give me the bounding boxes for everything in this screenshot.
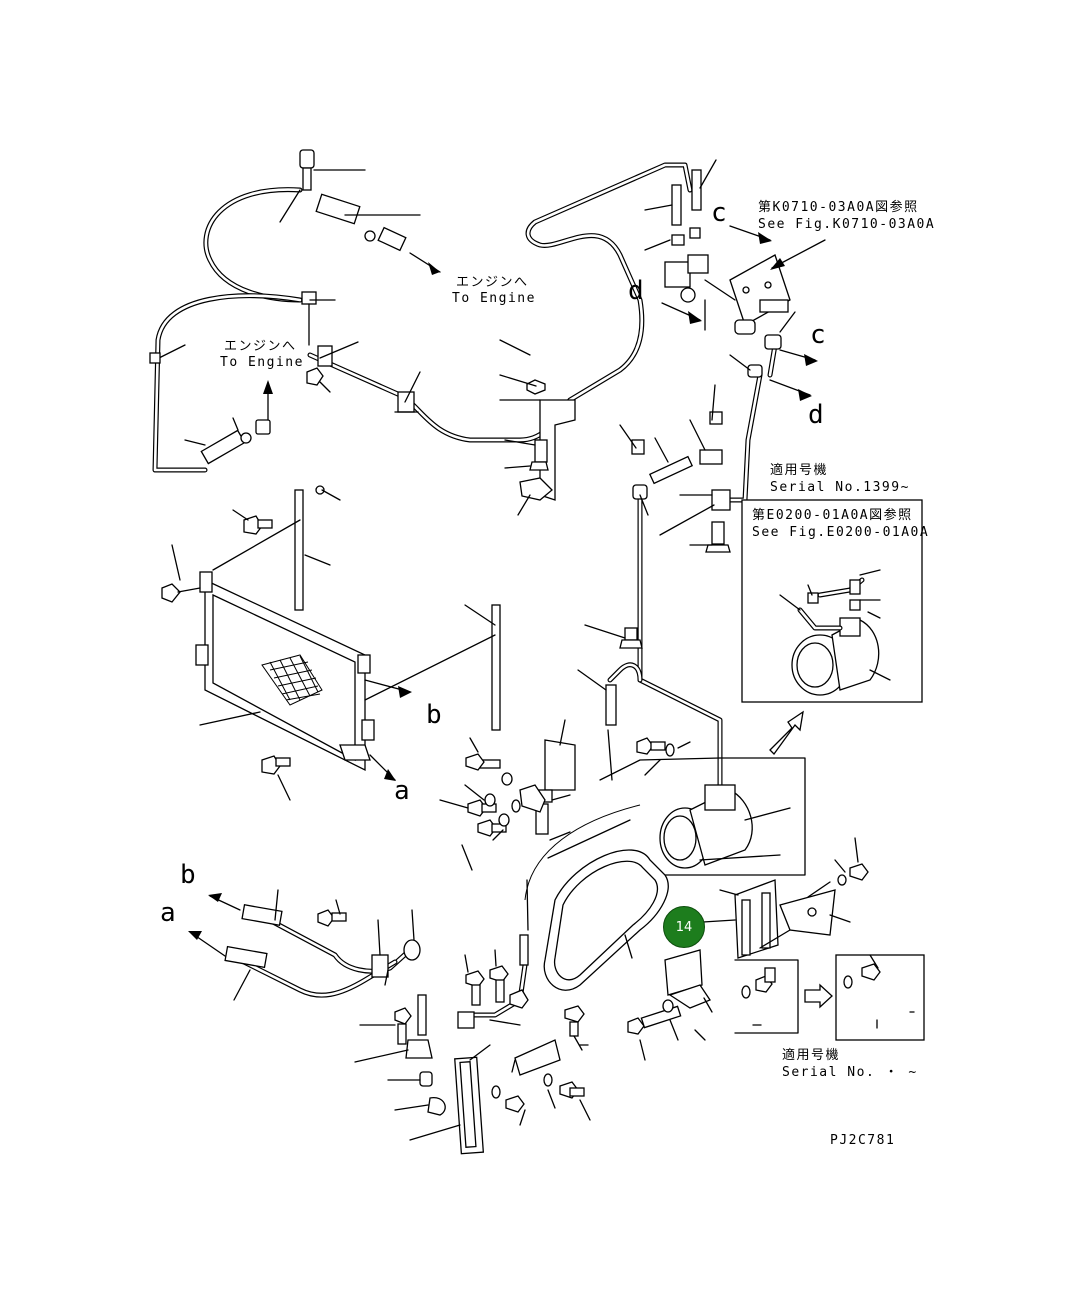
part-callout-14[interactable]: 14: [663, 906, 705, 948]
lower-brackets: [354, 934, 591, 1155]
serial-title-label-2: 適用号機: [782, 1048, 841, 1063]
ref-e0200-jp-label: 第E0200-01A0A図参照: [752, 508, 913, 523]
compressor-assembly: [524, 624, 806, 991]
connection-letter-c-right: c: [810, 320, 826, 350]
to-engine-jp-label-2: エンジンへ: [224, 339, 297, 354]
connection-letter-b-left: b: [180, 860, 196, 890]
compressor-hose: [619, 384, 731, 793]
valve-block: [644, 159, 826, 335]
mounting-brackets: [627, 837, 869, 1061]
upper-left-hose: [152, 149, 441, 473]
to-engine-en-label-2: To Engine: [220, 355, 304, 370]
serial-option-boxes: [734, 954, 925, 1041]
part-callout-number: 14: [675, 919, 693, 935]
ref-e0200-en-label: See Fig.E0200-01A0A: [752, 525, 930, 540]
to-engine-en-label-1: To Engine: [452, 291, 536, 306]
connection-letter-b-mid: b: [426, 700, 442, 730]
serial-number-label-1: Serial No.1399~: [770, 480, 910, 495]
left-hose-end: [149, 344, 273, 465]
connection-letter-c-top: c: [711, 198, 727, 228]
connection-letter-d-left: d: [628, 276, 644, 306]
connection-letter-d-right: d: [808, 400, 824, 430]
lower-hoses: [188, 889, 421, 1001]
ref-k0710-jp-label: 第K0710-03A0A図参照: [758, 200, 919, 215]
compressor-bracket: [439, 719, 576, 871]
serial-title-label-1: 適用号機: [770, 463, 829, 478]
to-engine-jp-label-1: エンジンへ: [456, 275, 529, 290]
ref-k0710-en-label: See Fig.K0710-03A0A: [758, 217, 936, 232]
connection-letter-a-mid: a: [394, 776, 410, 806]
condenser: [161, 485, 501, 801]
serial-number-label-2: Serial No. ・ ~: [782, 1065, 918, 1080]
drawing-code-label: PJ2C781: [830, 1133, 896, 1148]
center-bracket: [499, 339, 576, 516]
connection-letter-a-left: a: [160, 898, 176, 928]
inset-e0200: [741, 499, 923, 755]
main-refrigerant-pipe: [301, 162, 693, 443]
